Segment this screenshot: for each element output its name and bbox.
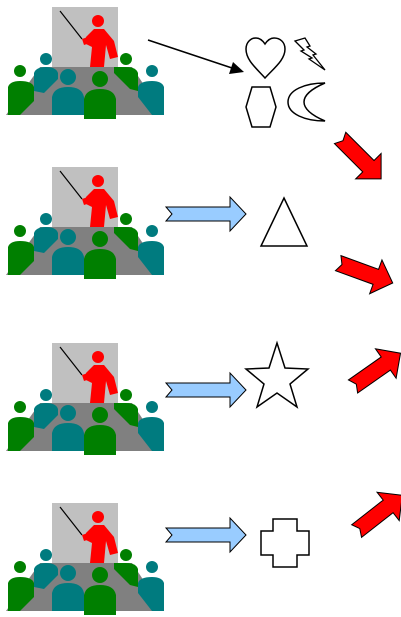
meeting-presentation-icon <box>5 166 165 280</box>
blue-block-arrow <box>165 196 247 232</box>
heart-shape <box>245 37 286 80</box>
crescent-moon-shape <box>287 82 326 122</box>
red-block-arrow-up-right <box>342 337 401 402</box>
cross-shape <box>260 518 310 568</box>
blue-block-arrow <box>165 517 247 553</box>
hexagon-shape <box>245 86 277 128</box>
red-block-arrow-down-right <box>326 124 395 193</box>
row-3 <box>5 337 401 456</box>
blue-block-arrow <box>165 372 247 408</box>
row-2 <box>5 166 400 301</box>
row-1 <box>5 6 395 193</box>
meeting-presentation-icon <box>5 502 165 616</box>
lightning-bolt-shape <box>293 37 326 71</box>
thin-black-arrow <box>147 39 244 74</box>
row-4 <box>5 480 401 616</box>
star-shape <box>244 340 310 409</box>
triangle-shape <box>259 196 309 247</box>
meeting-presentation-icon <box>5 6 165 120</box>
red-block-arrow-up-right <box>345 480 401 546</box>
red-block-arrow-right <box>331 245 400 301</box>
meeting-presentation-icon <box>5 342 165 456</box>
